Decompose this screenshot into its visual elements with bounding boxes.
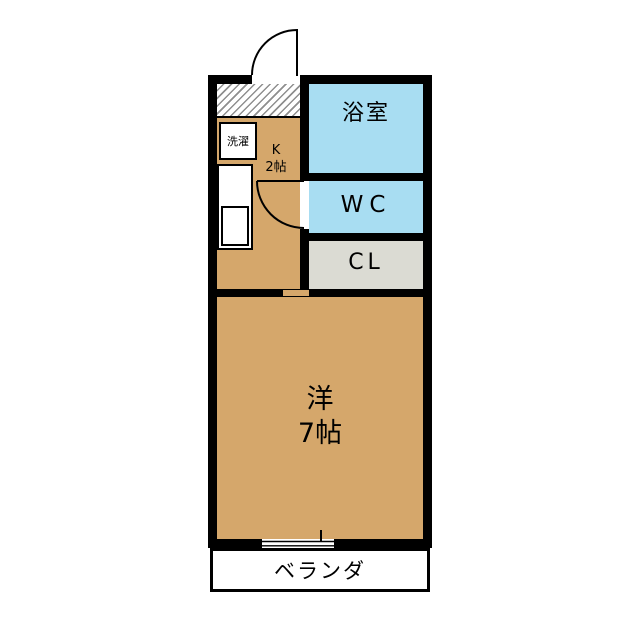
- toilet-floor: [309, 181, 423, 233]
- balcony-sliding-window: [262, 540, 334, 547]
- wall-room-top-left: [217, 289, 283, 297]
- wall-room-top-right: [309, 289, 423, 297]
- entrance-door-arc: [251, 28, 298, 76]
- wall-bottom-right: [334, 539, 432, 548]
- wall-left: [208, 75, 217, 548]
- western-room-label: 洋 7帖: [217, 383, 423, 451]
- wall-top-left: [208, 75, 252, 84]
- toilet-label: WC: [340, 192, 392, 218]
- wall-toilet-closet: [309, 233, 423, 241]
- western-room-floor: [217, 297, 423, 539]
- washing-machine-box: 洗濯: [219, 122, 257, 160]
- laundry-label: 洗濯: [227, 135, 249, 148]
- western-room-label-size: 7帖: [297, 418, 343, 449]
- bathroom-label: 浴室: [341, 101, 390, 126]
- western-room-label-type: 洋: [306, 384, 334, 415]
- wall-right: [423, 75, 432, 548]
- wall-divider-upper: [300, 84, 309, 181]
- closet-label: CL: [348, 250, 384, 275]
- veranda-area: ベランダ: [210, 548, 430, 592]
- kitchen-sink: [221, 206, 249, 246]
- veranda-label: ベランダ: [274, 559, 366, 583]
- wall-bottom-left: [208, 539, 262, 548]
- bathroom-floor: [309, 84, 423, 173]
- entryway-tile-hatch: [217, 84, 300, 118]
- kitchen-label-size: 2帖: [265, 160, 287, 175]
- wall-bath-toilet: [309, 173, 423, 181]
- kitchen-room-opening: [283, 289, 309, 297]
- wall-divider-lower: [300, 229, 309, 289]
- kitchen-label-letter: K: [271, 143, 281, 158]
- kitchen-label: K 2帖: [252, 142, 300, 176]
- wall-top-right: [300, 75, 432, 84]
- closet-floor: [309, 241, 423, 289]
